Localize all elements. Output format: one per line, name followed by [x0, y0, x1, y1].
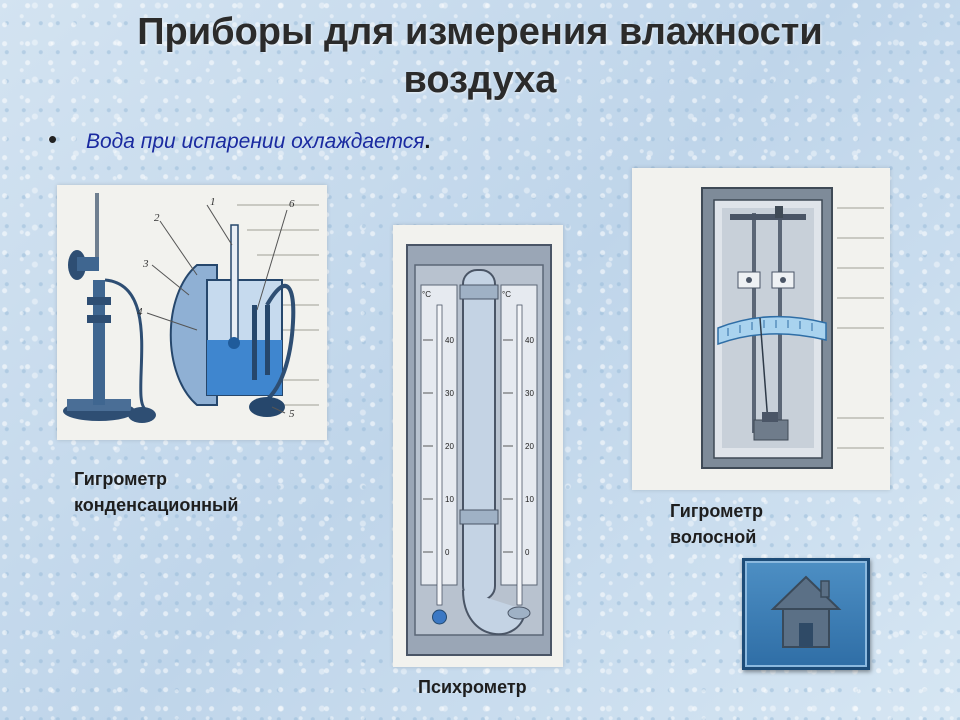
left-tick-30: 30 [445, 389, 454, 398]
left-tick-40: 40 [445, 336, 454, 345]
right-tick-40: 40 [525, 336, 534, 345]
diagram-number-4: 4 [137, 306, 143, 318]
subtitle-text: Вода при испарении охлаждается [86, 130, 425, 153]
right-scale-unit: °C [502, 290, 511, 299]
left-scale-unit: °C [422, 290, 431, 299]
diagram-number-2: 2 [154, 212, 160, 224]
condensation-hygrometer-image: 1 2 3 4 5 6 [57, 185, 327, 440]
right-tick-30: 30 [525, 389, 534, 398]
hair-hygrometer-drawing [701, 187, 884, 469]
condensation-label-line1: Гигрометр [74, 469, 167, 489]
slide-title-line2: воздуха [403, 59, 557, 101]
slide-title-line1: Приборы для измерения влажности [137, 11, 823, 53]
left-tick-10: 10 [445, 495, 454, 504]
hair-label-line1: Гигрометр [670, 501, 763, 521]
left-tick-20: 20 [445, 442, 454, 451]
hair-hygrometer-label: Гигрометр волосной [670, 498, 763, 550]
condensation-hygrometer-drawing: 1 2 3 4 5 6 [63, 193, 319, 423]
slide-title: Приборы для измерения влажности воздуха [0, 8, 960, 104]
home-icon [770, 575, 842, 648]
diagram-number-3: 3 [142, 258, 149, 270]
bullet-marker: • [48, 124, 58, 154]
diagram-number-1: 1 [210, 196, 216, 208]
hair-hygrometer-image [632, 168, 890, 490]
home-button[interactable] [742, 558, 870, 670]
psychrometer-drawing: °C °C 40 30 20 10 0 40 30 20 10 0 [406, 244, 552, 656]
psychrometer-image: °C °C 40 30 20 10 0 40 30 20 10 0 [393, 225, 563, 667]
diagram-number-5: 5 [289, 408, 295, 420]
left-tick-0: 0 [445, 548, 450, 557]
right-tick-0: 0 [525, 548, 530, 557]
slide-subtitle: Вода при испарении охлаждается. [86, 130, 430, 154]
right-tick-10: 10 [525, 495, 534, 504]
condensation-label-line2: конденсационный [74, 495, 239, 515]
psychrometer-label: Психрометр [418, 677, 527, 697]
hair-label-line2: волосной [670, 527, 757, 547]
condensation-hygrometer-label: Гигрометр конденсационный [74, 466, 239, 518]
diagram-number-6: 6 [289, 198, 295, 210]
right-tick-20: 20 [525, 442, 534, 451]
subtitle-period: . [424, 130, 431, 153]
